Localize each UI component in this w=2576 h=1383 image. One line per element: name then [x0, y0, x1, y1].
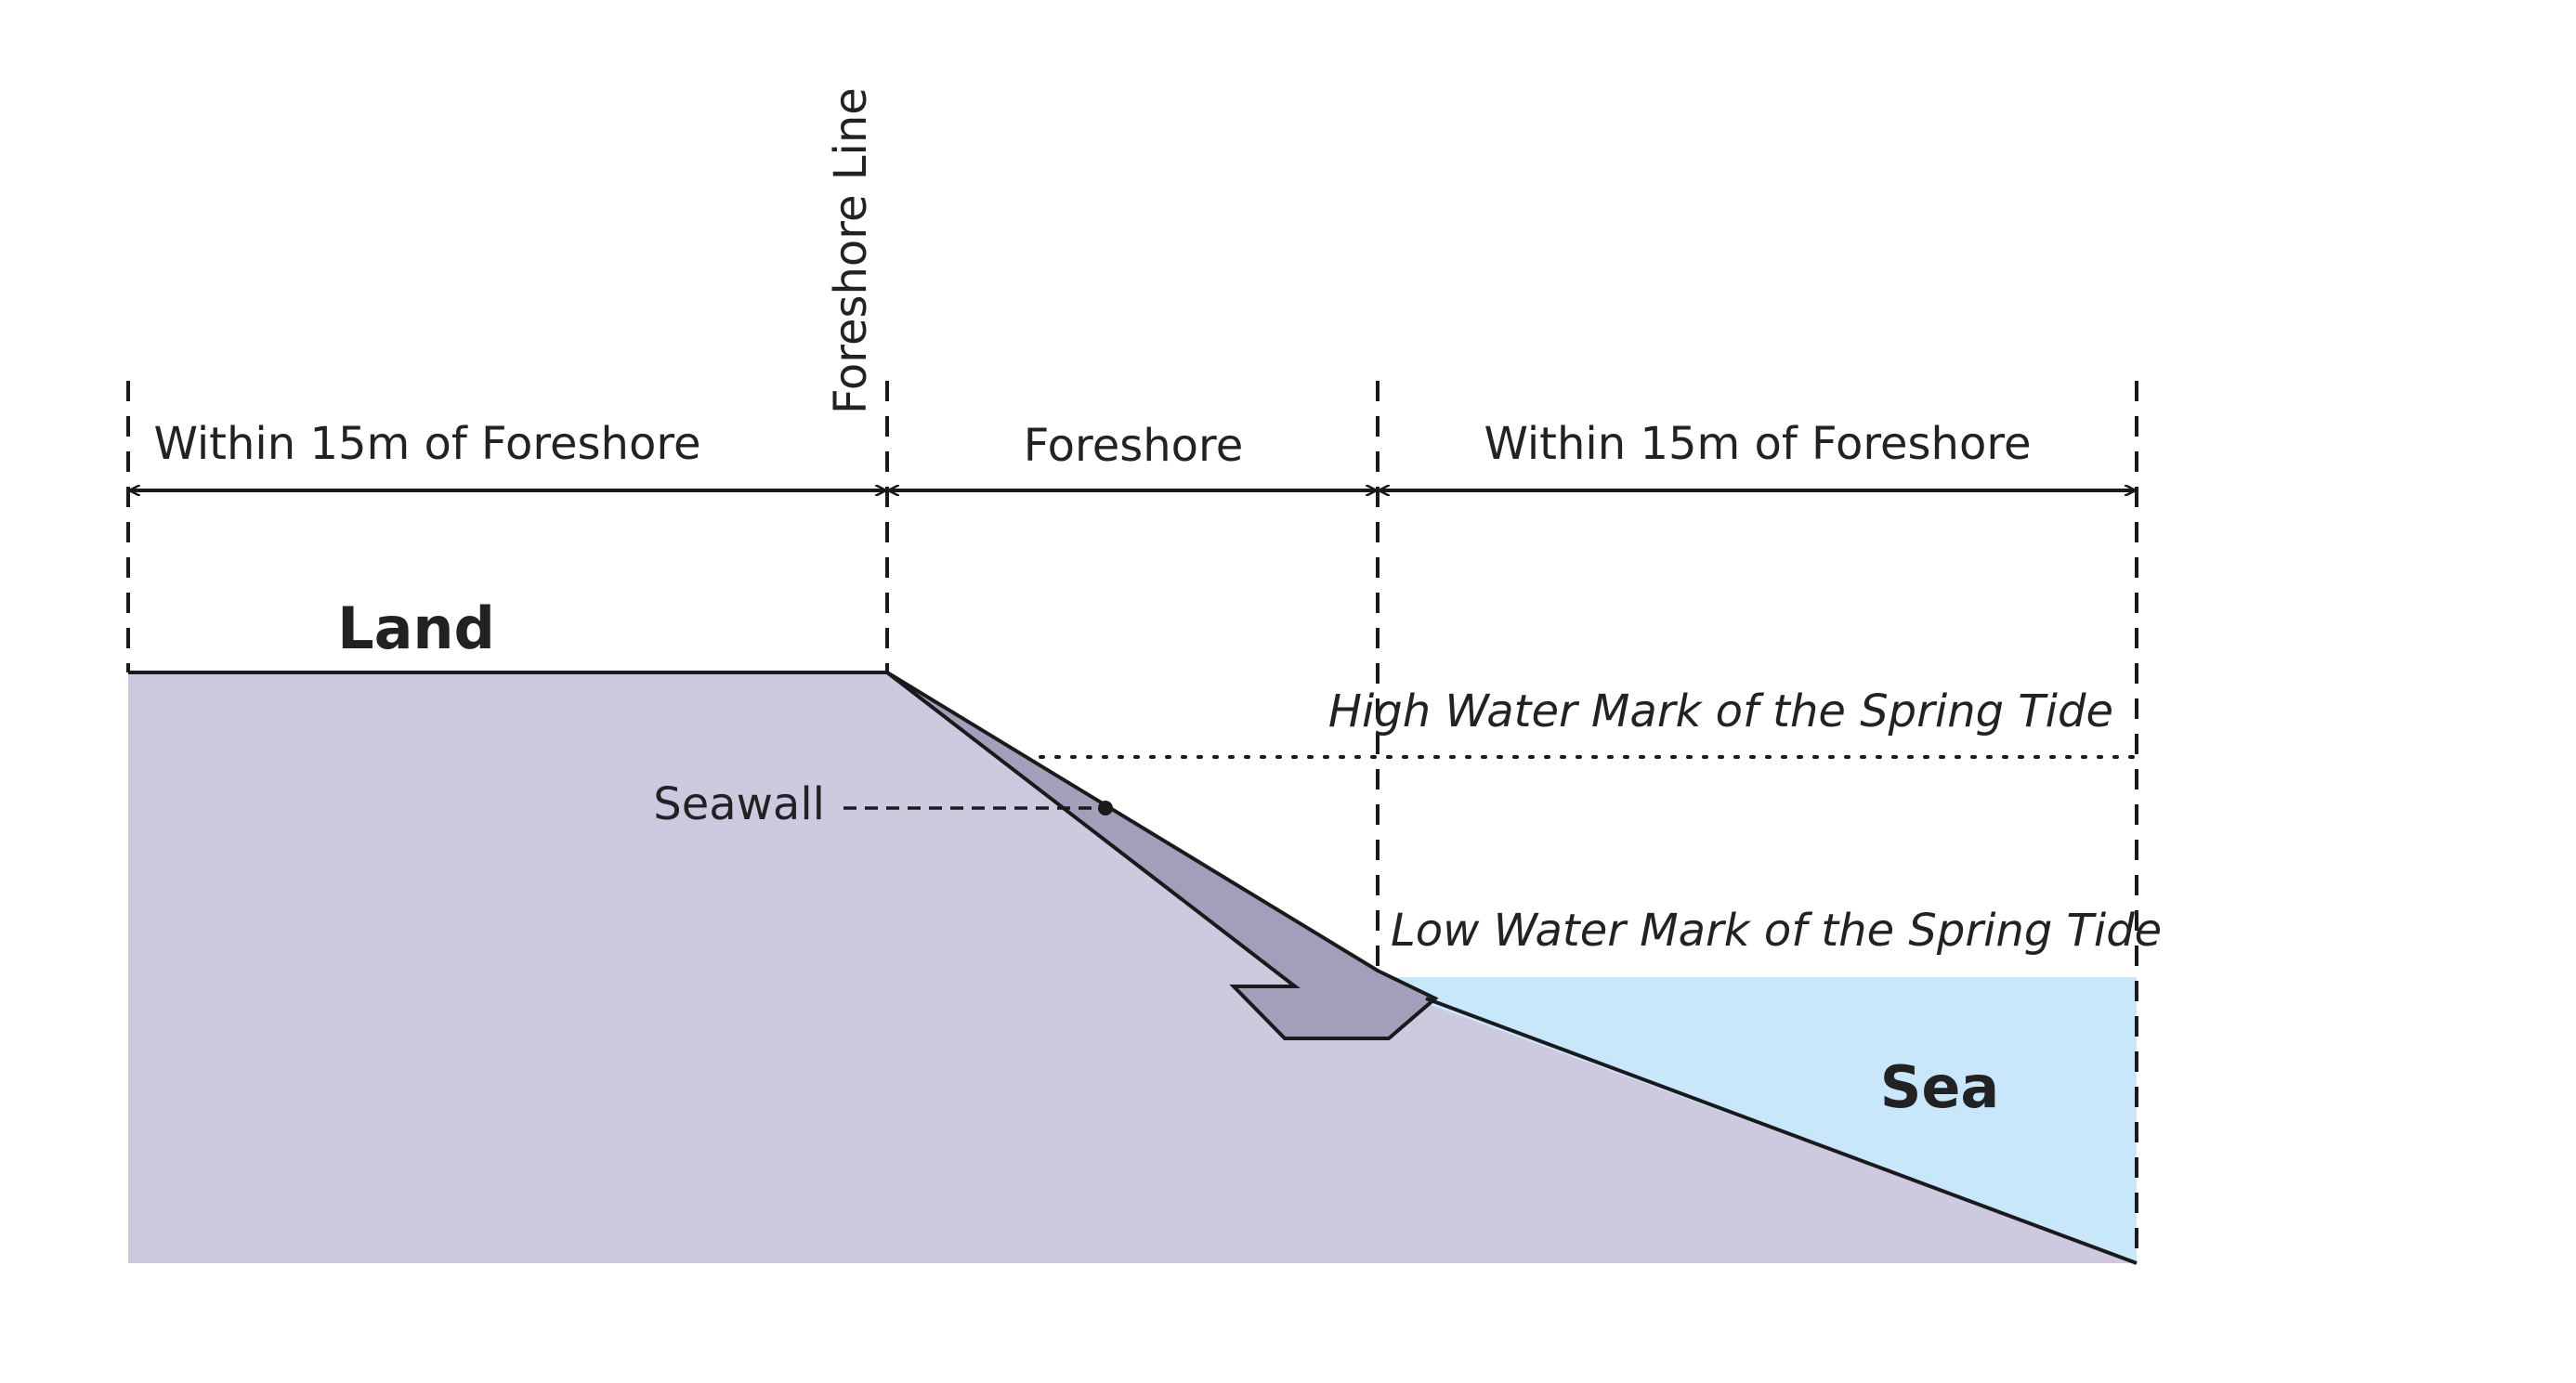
land-label: Land — [337, 594, 495, 662]
foreshore-label: Foreshore — [1024, 420, 1243, 472]
land-area — [128, 672, 2137, 1263]
left-zone-label: Within 15m of Foreshore — [153, 418, 700, 470]
foreshore-line-label: Foreshore Line — [825, 87, 877, 414]
seawall-label: Seawall — [653, 778, 825, 830]
seawall-shape — [885, 671, 1439, 1040]
seabed-line — [1425, 997, 2138, 1265]
sea-label: Sea — [1880, 1053, 2000, 1121]
low-water-mark-label: Low Water Mark of the Spring Tide — [1391, 905, 2162, 957]
high-water-mark-label: High Water Mark of the Spring Tide — [1328, 685, 2113, 737]
right-zone-label: Within 15m of Foreshore — [1484, 418, 2031, 470]
seawall-leader-dot — [1098, 801, 1113, 815]
